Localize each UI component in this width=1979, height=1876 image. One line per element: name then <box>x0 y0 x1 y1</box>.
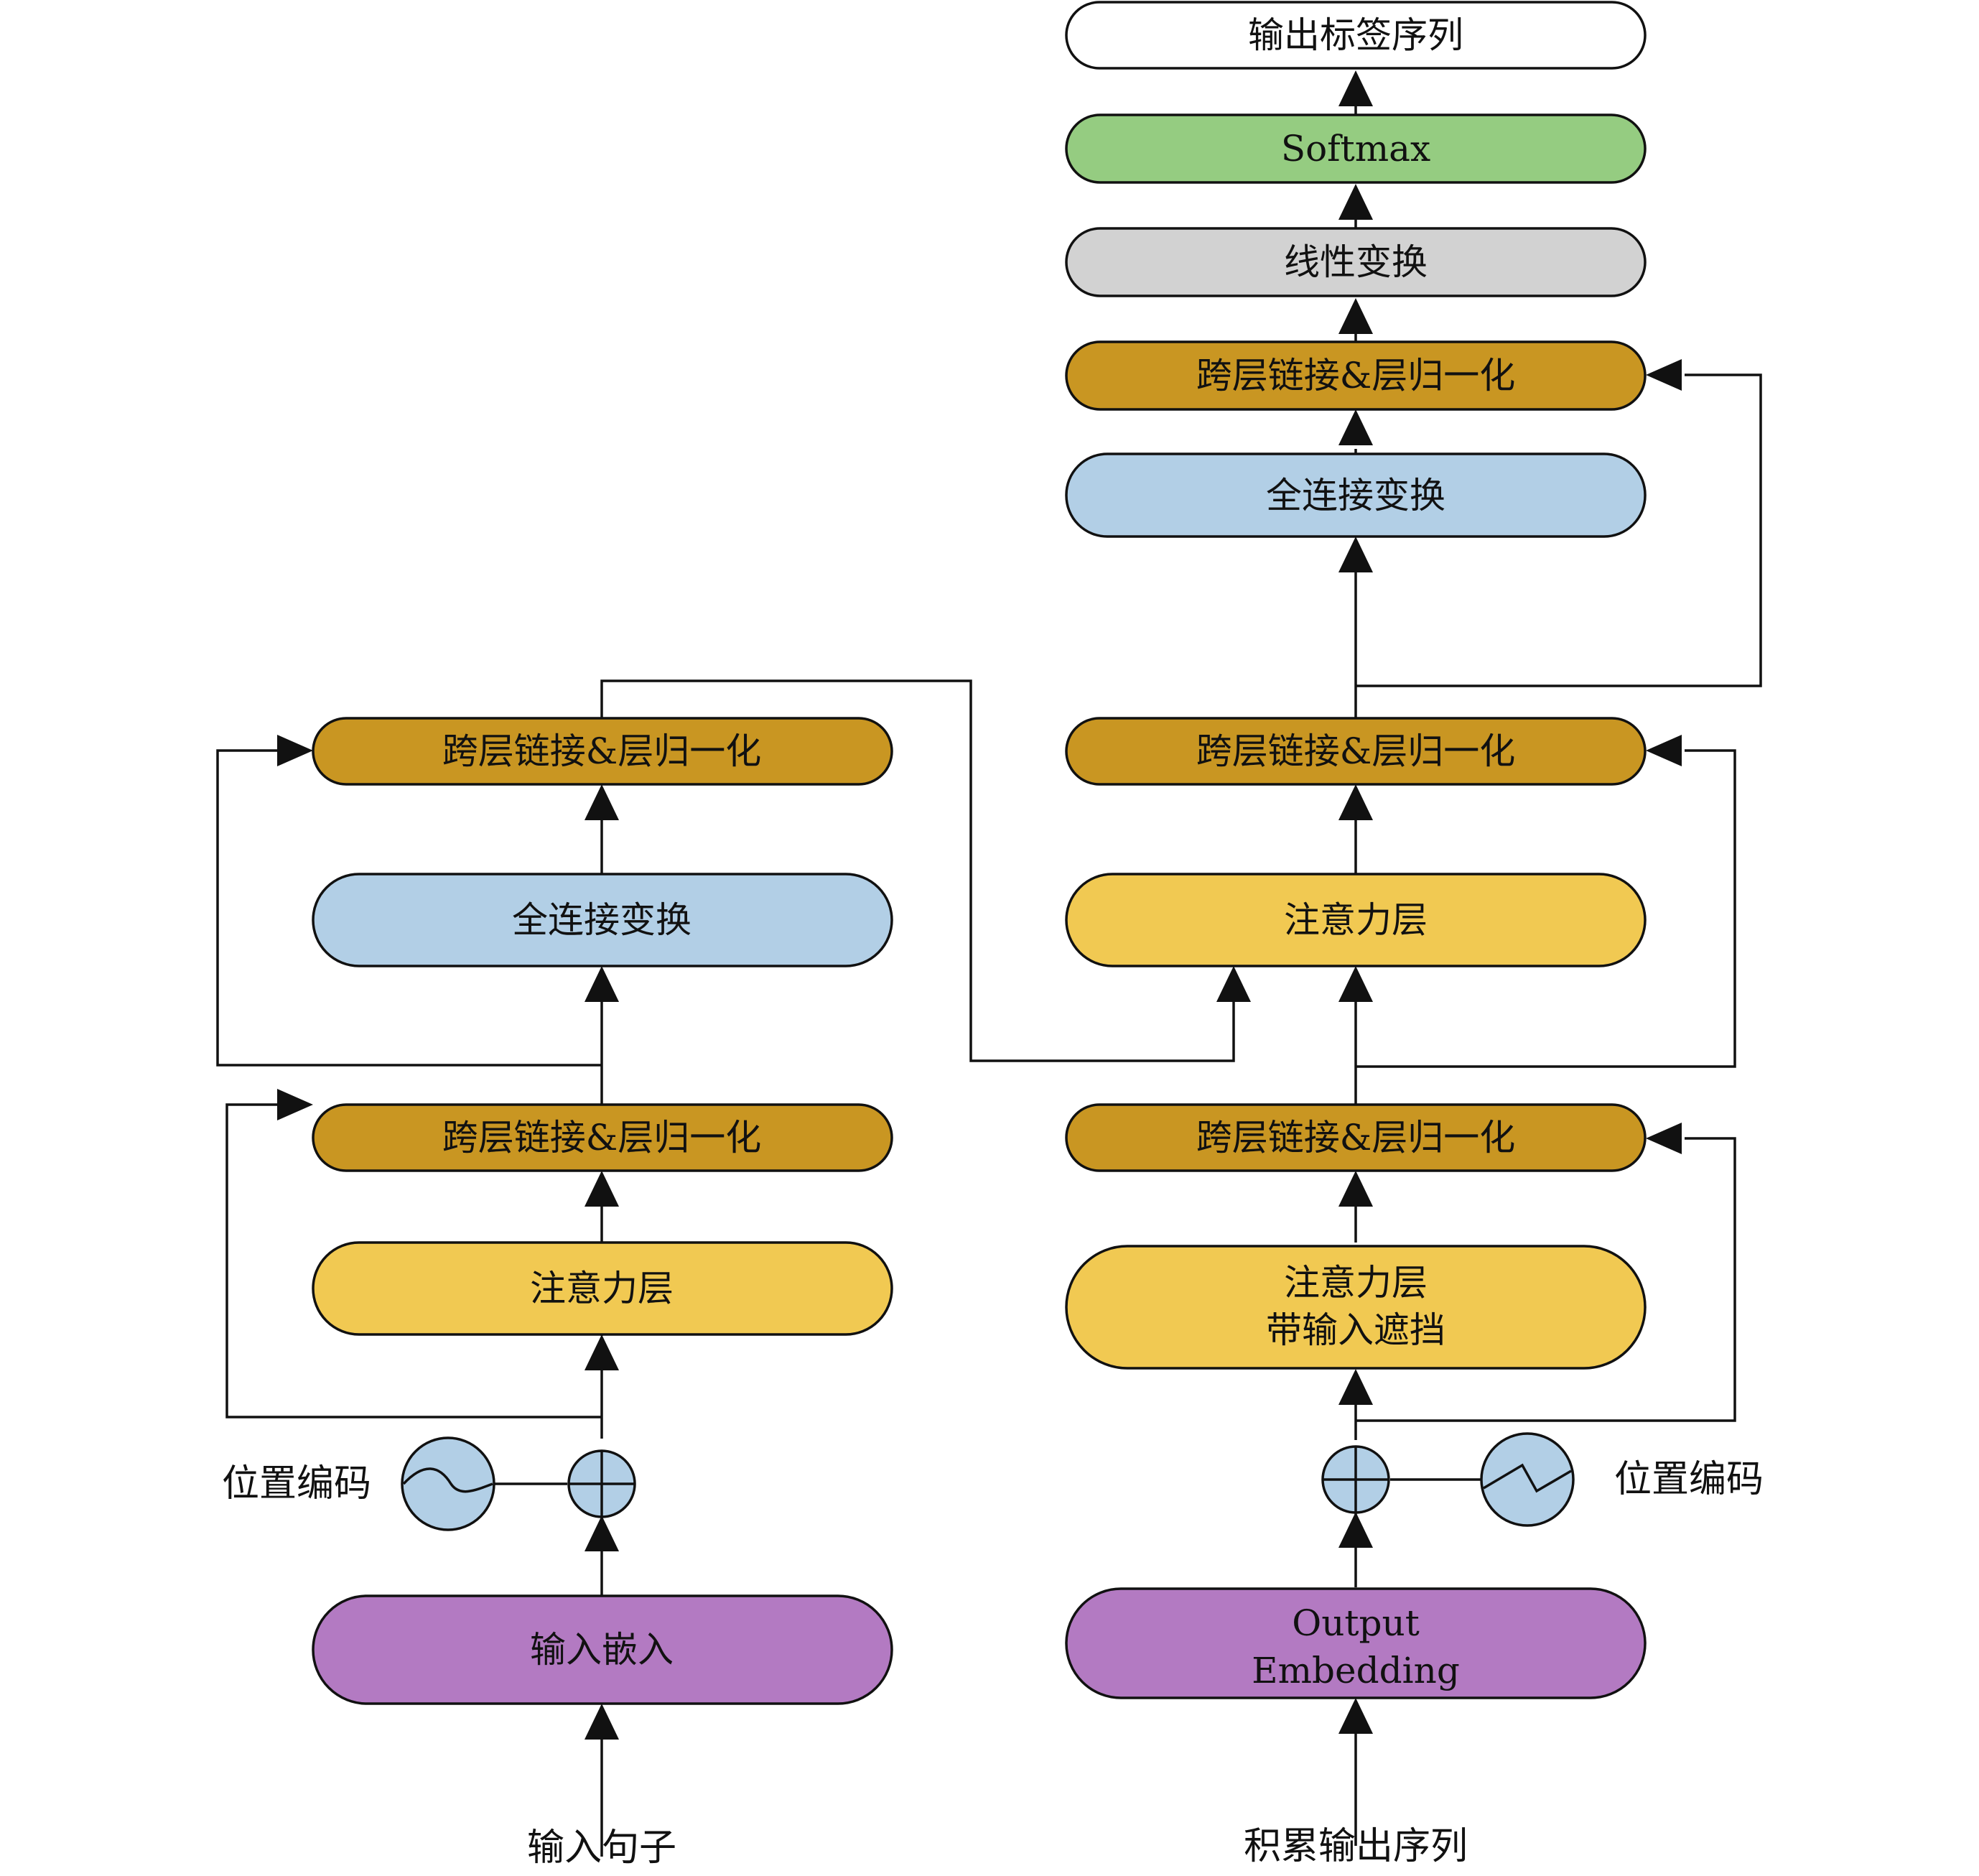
encoder-input-label: 输入句子 <box>527 1826 676 1870</box>
decoder-norm1-label: 跨层链接&层归一化 <box>1196 1117 1516 1158</box>
encoder-residual-1 <box>225 1103 602 1418</box>
arrow-up-icon <box>1338 1698 1373 1734</box>
encoder-attention-box: 注意力层 <box>312 1241 893 1336</box>
decoder-softmax-box: Softmax <box>1065 113 1647 184</box>
encoder-norm2-label: 跨层链接&层归一化 <box>442 730 762 772</box>
encoder-ffn-label: 全连接变换 <box>512 899 692 941</box>
arrow-up-icon <box>1338 298 1373 334</box>
arrow-up-icon <box>1338 184 1373 220</box>
encoder-to-decoder-line <box>600 679 1235 1062</box>
zigzag-wave-icon <box>1480 1432 1575 1527</box>
decoder-masked-attention-line2: 带输入遮挡 <box>1266 1309 1445 1351</box>
sine-wave-icon <box>401 1436 495 1531</box>
arrow-up-icon <box>585 966 619 1002</box>
decoder-ffn-box: 全连接变换 <box>1065 452 1647 538</box>
decoder-norm2-label: 跨层链接&层归一化 <box>1196 730 1516 772</box>
decoder-residual-3 <box>1356 373 1762 687</box>
decoder-embedding-line2: Embedding <box>1252 1650 1460 1691</box>
arrow-left-icon <box>1646 1123 1682 1154</box>
arrow-up-icon <box>1338 784 1373 820</box>
decoder-cross-attention-label: 注意力层 <box>1284 899 1428 941</box>
arrow-right-icon <box>277 1089 313 1120</box>
encoder-norm2-box: 跨层链接&层归一化 <box>312 717 893 786</box>
decoder-linear-box: 线性变换 <box>1065 227 1647 297</box>
arrow-up-icon <box>1338 1369 1373 1405</box>
encoder-stack: 跨层链接&层归一化 全连接变换 跨层链接&层归一化 注意力层 输入嵌入 输入句子 <box>222 717 893 1870</box>
decoder-norm2-box: 跨层链接&层归一化 <box>1065 717 1647 786</box>
encoder-residual-2 <box>216 749 602 1067</box>
decoder-posenc-node <box>1480 1432 1575 1527</box>
encoder-ffn-box: 全连接变换 <box>312 873 893 967</box>
decoder-norm3-label: 跨层链接&层归一化 <box>1196 355 1516 396</box>
encoder-attention-label: 注意力层 <box>530 1268 674 1309</box>
decoder-softmax-label: Softmax <box>1281 128 1430 170</box>
arrow-up-icon <box>585 1171 619 1207</box>
decoder-stack: 输出标签序列 Softmax 线性变换 跨层链接&层归一化 全连接变换 跨层链接… <box>1065 1 1764 1868</box>
encoder-norm1-box: 跨层链接&层归一化 <box>312 1103 893 1172</box>
decoder-linear-label: 线性变换 <box>1284 241 1428 283</box>
arrow-up-icon <box>1338 70 1373 106</box>
decoder-masked-attention-line1: 注意力层 <box>1284 1262 1428 1304</box>
arrow-up-icon <box>1216 966 1251 1002</box>
arrow-up-icon <box>1338 966 1373 1002</box>
arrow-left-icon <box>1646 359 1682 391</box>
arrow-up-icon <box>585 784 619 820</box>
encoder-posenc-label: 位置编码 <box>222 1462 371 1505</box>
arrow-left-icon <box>1646 735 1682 766</box>
decoder-posenc-label: 位置编码 <box>1614 1458 1764 1501</box>
decoder-output-label: 输出标签序列 <box>1248 14 1463 56</box>
arrow-right-icon <box>277 735 313 766</box>
decoder-residual-1 <box>1356 1137 1736 1422</box>
decoder-norm1-box: 跨层链接&层归一化 <box>1065 1103 1647 1172</box>
encoder-embedding-box: 输入嵌入 <box>312 1594 893 1705</box>
arrow-up-icon <box>585 1704 619 1740</box>
decoder-embedding-box: Output Embedding <box>1065 1587 1647 1699</box>
decoder-embedding-line1: Output <box>1292 1602 1420 1644</box>
arrow-up-icon <box>585 1334 619 1370</box>
decoder-add-node <box>1321 1445 1390 1514</box>
decoder-ffn-label: 全连接变换 <box>1266 475 1445 516</box>
arrow-up-icon <box>585 1515 619 1551</box>
decoder-residual-2 <box>1356 749 1736 1068</box>
decoder-input-label: 积累输出序列 <box>1244 1825 1468 1868</box>
encoder-norm1-label: 跨层链接&层归一化 <box>442 1117 762 1158</box>
decoder-cross-attention-box: 注意力层 <box>1065 873 1647 967</box>
arrow-up-icon <box>1338 537 1373 572</box>
arrow-up-icon <box>1338 409 1373 445</box>
arrowheads <box>277 70 1682 1740</box>
encoder-add-node <box>567 1449 636 1518</box>
arrow-up-icon <box>1338 1512 1373 1548</box>
decoder-masked-attention-box: 注意力层 带输入遮挡 <box>1065 1245 1647 1370</box>
decoder-output-box: 输出标签序列 <box>1065 1 1647 70</box>
arrow-up-icon <box>1338 1171 1373 1207</box>
encoder-posenc-node <box>401 1436 495 1531</box>
decoder-norm3-box: 跨层链接&层归一化 <box>1065 340 1647 411</box>
encoder-embedding-label: 输入嵌入 <box>530 1629 674 1671</box>
